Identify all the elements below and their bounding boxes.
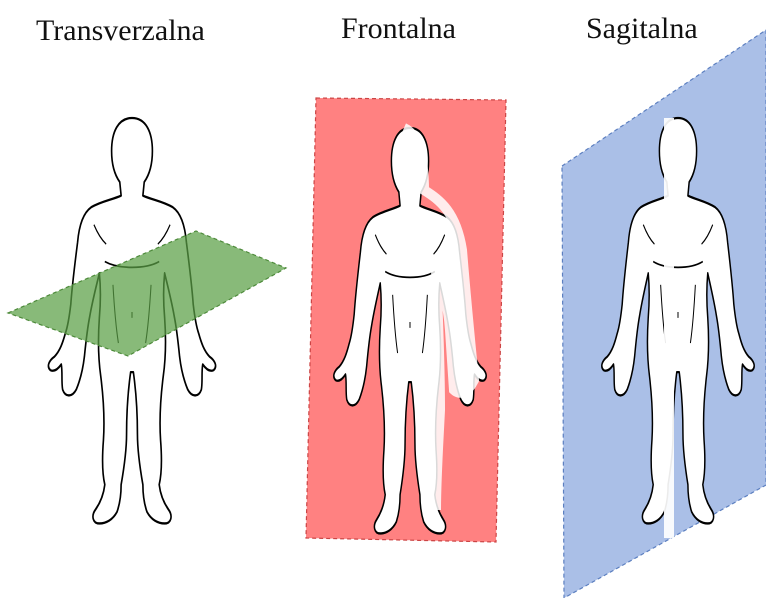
sagittal-cut-line — [664, 118, 674, 538]
